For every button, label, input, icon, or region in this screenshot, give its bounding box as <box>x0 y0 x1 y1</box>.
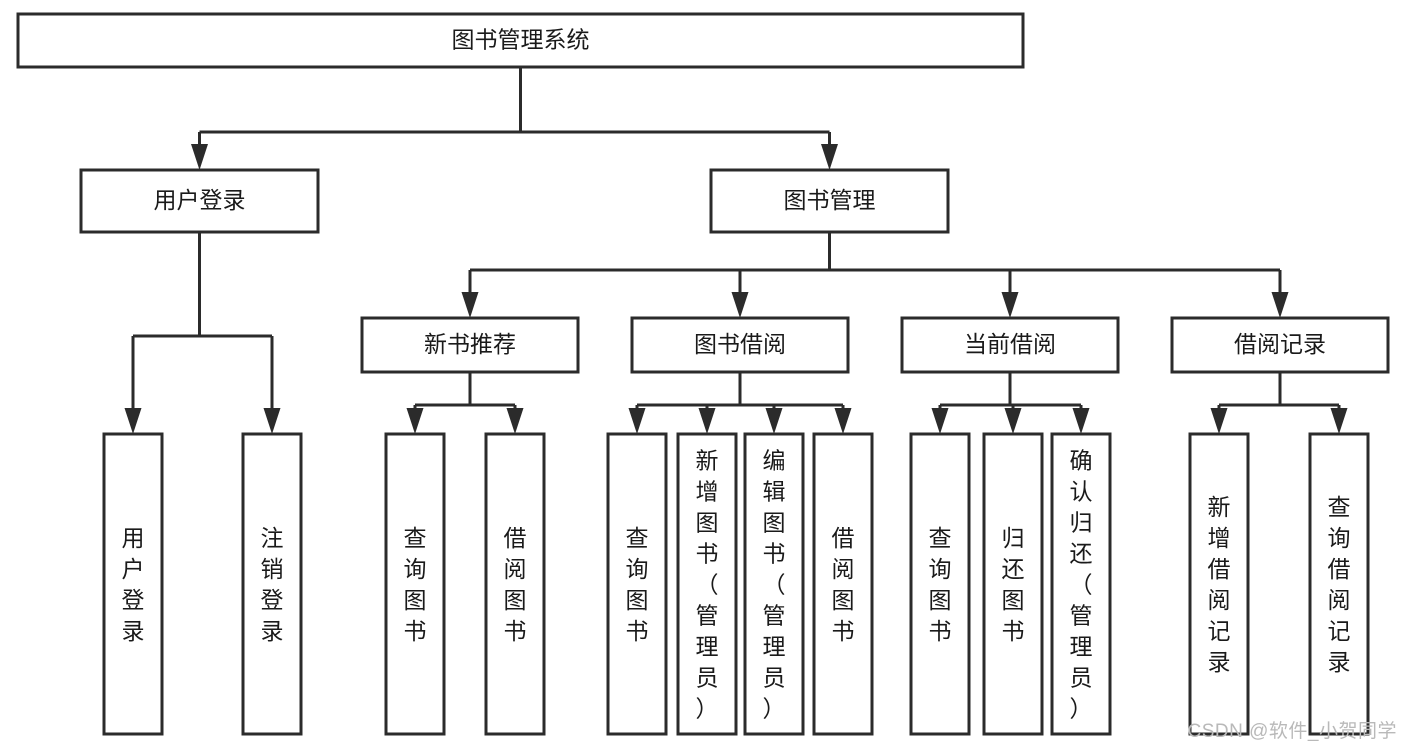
arrow-head-icon <box>1004 408 1022 434</box>
arrow-head-icon <box>1001 292 1019 318</box>
node-leaf-query-book-1[interactable]: 查询图书 <box>384 432 446 736</box>
arrow-head-icon <box>1210 408 1228 434</box>
arrow-head-icon <box>821 144 838 170</box>
node-leaf-query-borrow-record[interactable]: 查询借阅记录 <box>1308 432 1370 736</box>
node-label: 新增借阅记录 <box>1208 494 1231 675</box>
arrow-head-icon <box>834 408 852 434</box>
arrow-head-icon <box>1330 408 1348 434</box>
node-label: 查询图书 <box>626 525 649 644</box>
node-label: 借阅图书 <box>504 525 527 644</box>
node-label: 查询借阅记录 <box>1328 494 1351 675</box>
node-label: 注销登录 <box>261 525 284 644</box>
edges-layer <box>124 67 1348 434</box>
node-leaf-user-login[interactable]: 用户登录 <box>102 432 164 736</box>
nodes-layer: 图书管理系统用户登录图书管理新书推荐图书借阅当前借阅借阅记录用户登录注销登录查询… <box>16 12 1390 736</box>
node-box <box>1308 432 1370 736</box>
arrow-head-icon <box>506 408 524 434</box>
node-leaf-query-book-3[interactable]: 查询图书 <box>909 432 971 736</box>
node-box <box>982 432 1044 736</box>
node-box <box>1050 432 1112 736</box>
node-label: 新增图书（管理员） <box>696 448 719 722</box>
node-label: 图书管理系统 <box>452 27 590 53</box>
node-label: 编辑图书（管理员） <box>763 448 786 722</box>
node-box <box>484 432 546 736</box>
node-leaf-add-book-admin[interactable]: 新增图书（管理员） <box>676 432 738 736</box>
node-box <box>909 432 971 736</box>
arrow-head-icon <box>765 408 783 434</box>
node-label: 用户登录 <box>154 187 246 213</box>
node-label: 图书管理 <box>784 187 876 213</box>
node-box <box>1188 432 1250 736</box>
node-leaf-add-borrow-record[interactable]: 新增借阅记录 <box>1188 432 1250 736</box>
arrow-head-icon <box>731 292 749 318</box>
node-label: 借阅图书 <box>832 525 855 644</box>
arrow-head-icon <box>698 408 716 434</box>
node-label: 借阅记录 <box>1234 331 1326 357</box>
node-current-borrow[interactable]: 当前借阅 <box>900 316 1120 374</box>
node-leaf-borrow-book-2[interactable]: 借阅图书 <box>812 432 874 736</box>
node-box <box>360 316 580 374</box>
node-box <box>630 316 850 374</box>
node-box <box>79 168 320 234</box>
arrow-head-icon <box>124 408 142 434</box>
node-box <box>1170 316 1390 374</box>
node-box <box>241 432 303 736</box>
node-box <box>384 432 446 736</box>
node-box <box>606 432 668 736</box>
arrow-head-icon <box>406 408 424 434</box>
node-leaf-edit-book-admin[interactable]: 编辑图书（管理员） <box>743 432 805 736</box>
arrow-head-icon <box>1271 292 1289 318</box>
node-label: 当前借阅 <box>964 331 1056 357</box>
node-root[interactable]: 图书管理系统 <box>16 12 1025 69</box>
arrow-head-icon <box>191 144 208 170</box>
node-label: 新书推荐 <box>424 331 516 357</box>
node-box <box>102 432 164 736</box>
node-user-login[interactable]: 用户登录 <box>79 168 320 234</box>
node-label: 归还图书 <box>1002 525 1025 644</box>
node-box <box>900 316 1120 374</box>
node-box <box>812 432 874 736</box>
node-leaf-query-book-2[interactable]: 查询图书 <box>606 432 668 736</box>
node-leaf-confirm-return-admin[interactable]: 确认归还（管理员） <box>1050 432 1112 736</box>
node-label: 查询图书 <box>404 525 427 644</box>
node-label: 图书借阅 <box>694 331 786 357</box>
node-box <box>743 432 805 736</box>
watermark-text: CSDN @软件_小贺同学 <box>1187 721 1397 742</box>
arrow-head-icon <box>263 408 281 434</box>
node-leaf-user-logout[interactable]: 注销登录 <box>241 432 303 736</box>
node-box <box>709 168 950 234</box>
node-book-borrow[interactable]: 图书借阅 <box>630 316 850 374</box>
node-leaf-return-book[interactable]: 归还图书 <box>982 432 1044 736</box>
node-leaf-borrow-book-1[interactable]: 借阅图书 <box>484 432 546 736</box>
node-box <box>676 432 738 736</box>
node-borrow-record[interactable]: 借阅记录 <box>1170 316 1390 374</box>
arrow-head-icon <box>628 408 646 434</box>
arrow-head-icon <box>931 408 949 434</box>
node-label: 确认归还（管理员） <box>1070 448 1093 722</box>
arrow-head-icon <box>1072 408 1090 434</box>
node-label: 用户登录 <box>122 525 145 644</box>
arrow-head-icon <box>461 292 479 318</box>
node-book-manage[interactable]: 图书管理 <box>709 168 950 234</box>
node-new-book-rec[interactable]: 新书推荐 <box>360 316 580 374</box>
node-box <box>16 12 1025 69</box>
node-label: 查询图书 <box>929 525 952 644</box>
